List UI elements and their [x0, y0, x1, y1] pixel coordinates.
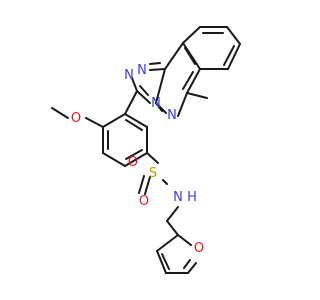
bond [177, 92, 188, 117]
sulfur-atom-label: S [149, 166, 157, 181]
bonds [51, 26, 241, 274]
bond [182, 71, 194, 90]
bond [166, 206, 179, 222]
bond [162, 179, 168, 185]
bond [155, 68, 166, 104]
bond [146, 152, 159, 164]
bond [182, 42, 201, 70]
nitrogen-atom-label: N [151, 96, 161, 111]
bond [186, 68, 201, 94]
nitrogen-atom-label: N [167, 108, 177, 123]
bond [155, 102, 163, 112]
bond [183, 259, 191, 269]
bond [136, 90, 151, 104]
amide-hydrogen-label: H [187, 190, 197, 205]
atom-labels: N N N N O S O O N H O [71, 63, 204, 256]
bond [156, 234, 179, 252]
bond [138, 175, 145, 194]
bond [166, 220, 179, 236]
sulfonyl-oxygen-label: O [128, 155, 138, 170]
sulfonyl-oxygen-label: O [139, 194, 149, 209]
furan-oxygen-label: O [194, 241, 204, 256]
bond [164, 42, 184, 70]
bond [124, 90, 138, 115]
bond [182, 26, 201, 44]
methoxy-oxygen-label: O [71, 111, 81, 126]
bond [223, 45, 235, 66]
bond [149, 68, 166, 71]
bond [187, 262, 197, 274]
bond [149, 62, 161, 65]
bond [125, 149, 143, 160]
bond [156, 250, 167, 274]
bond [144, 176, 151, 195]
amide-nitrogen-label: N [173, 190, 183, 205]
bond [102, 152, 126, 167]
bond [184, 47, 196, 65]
bond [85, 117, 104, 128]
bond [102, 113, 126, 128]
structure-drawing: N N N N O S O O N H O [51, 26, 241, 274]
bond [124, 152, 148, 167]
bond [125, 119, 143, 131]
bond [226, 26, 241, 45]
bond [186, 92, 208, 99]
bond [131, 77, 138, 92]
nitrogen-atom-label: N [137, 63, 147, 78]
bond [51, 107, 69, 119]
nitrogen-atom-label: N [124, 68, 134, 83]
bond [161, 253, 170, 270]
bond [139, 85, 149, 96]
bond [227, 43, 241, 70]
bond [124, 113, 148, 128]
bond [177, 234, 192, 246]
